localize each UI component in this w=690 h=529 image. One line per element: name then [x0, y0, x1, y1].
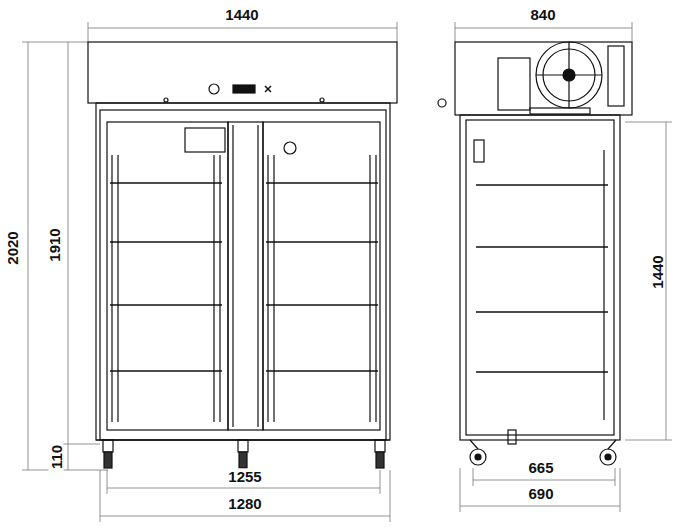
dimension-label: 1255	[226, 469, 263, 484]
dimension-label: 840	[528, 7, 557, 22]
dimension-label: 2020	[5, 229, 20, 266]
dimension-label: 1280	[226, 496, 263, 511]
dimension-lines	[22, 22, 672, 522]
dimension-label: 1440	[650, 253, 665, 290]
dimension-label: 690	[526, 486, 555, 501]
dimension-label: 1910	[47, 226, 62, 263]
front-view	[88, 42, 397, 468]
dimension-label: 1440	[223, 7, 260, 22]
side-view	[438, 42, 632, 465]
dimension-label: 110	[49, 443, 64, 471]
dimension-label: 665	[526, 460, 555, 475]
